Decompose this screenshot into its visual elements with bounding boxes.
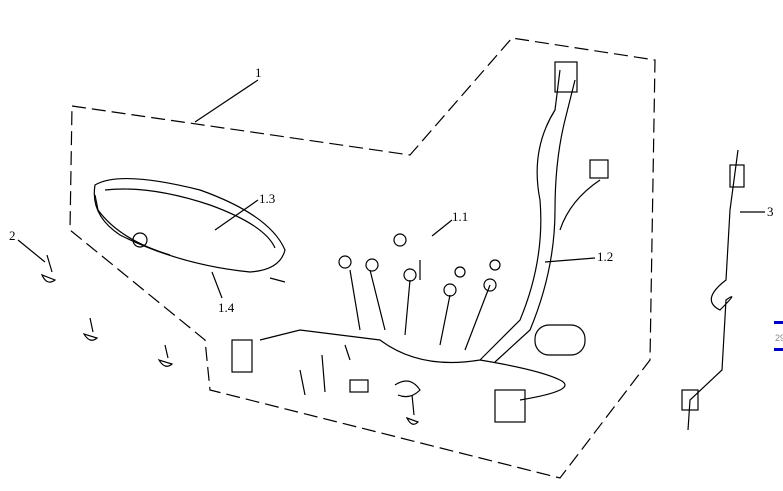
edge-marker-bar-top	[774, 321, 783, 324]
callout-1-3: 1.3	[259, 191, 276, 206]
wiring-harness	[231, 61, 609, 423]
callout-1-2: 1.2	[597, 249, 614, 264]
callout-2: 2	[9, 228, 16, 243]
callout-3: 3	[767, 204, 774, 219]
callout-1-4: 1.4	[218, 300, 235, 315]
edge-marker-bar-bottom	[774, 348, 783, 351]
callout-1-1: 1.1	[452, 209, 469, 224]
screws	[40, 254, 420, 425]
edge-marker-text: 29	[775, 333, 783, 343]
group-boundary	[69, 37, 656, 479]
speedometer-cable	[681, 149, 745, 431]
meter-cluster	[93, 177, 286, 283]
callout-1: 1	[255, 65, 262, 80]
